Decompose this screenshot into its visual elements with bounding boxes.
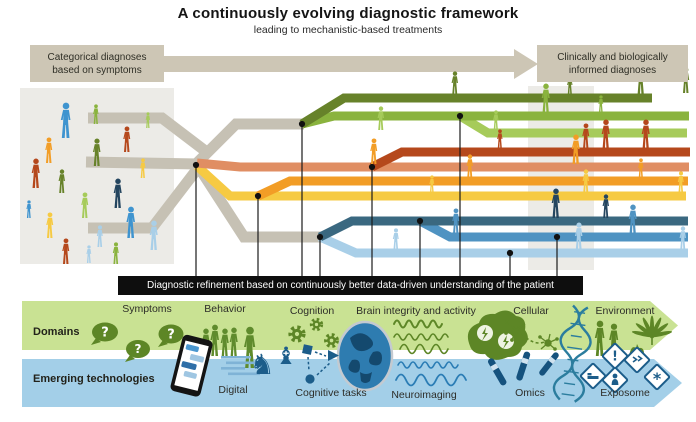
svg-text:?: ? (167, 328, 175, 343)
diamond-glyph (587, 376, 599, 379)
figure-title: A continuously evolving diagnostic frame… (177, 5, 519, 22)
shapes-arrows-icon (302, 344, 339, 384)
refinement-bar: Diagnostic refinement based on continuou… (118, 276, 583, 295)
domains-row-label: Domains (33, 326, 80, 338)
right-diagnoses-box: Clinically and biologically informed dia… (537, 45, 688, 82)
flow-stream (318, 232, 688, 258)
flow-stream (193, 162, 686, 201)
diamond-glyph: * (653, 369, 662, 388)
cannabis-leaf-icon (631, 315, 673, 345)
domain-label-cognition: Cognition (289, 305, 335, 317)
diamond-glyph (612, 373, 618, 379)
diamond-glyph (632, 355, 643, 363)
branch-dot (506, 249, 514, 257)
diamond-glyph: ! (612, 350, 618, 365)
branch-dot (456, 112, 464, 120)
diamond-sign (579, 362, 607, 390)
brain-activity-icon (467, 310, 528, 360)
domain-label-environment: Environment (595, 305, 655, 317)
branch-dot (416, 217, 424, 225)
flow-stream (457, 112, 687, 138)
svg-text:♝: ♝ (275, 342, 297, 370)
brain-mri-icon (336, 320, 394, 392)
tech-label-exposome: Exposome (600, 387, 650, 399)
domain-label-brain: Brain integrity and activity (356, 305, 476, 317)
leaf-blade (631, 331, 655, 338)
domain-label-symptoms: Symptoms (122, 303, 172, 315)
flow-stream (317, 216, 688, 242)
diamond-glyph (587, 373, 592, 376)
branch-dot (254, 192, 262, 200)
chess-pieces-icon: ♞ ♝ (249, 342, 296, 381)
branch-dot (298, 120, 306, 128)
flow-stream (417, 217, 688, 242)
test-tubes-icon (488, 351, 559, 386)
diamond-sign (601, 366, 629, 394)
person-icon (451, 71, 458, 95)
diamond-sign: ! (601, 342, 629, 370)
branch-dot (316, 233, 324, 241)
smartphone-icon (170, 334, 213, 397)
person-icon (392, 228, 399, 250)
svg-text:?: ? (101, 326, 109, 341)
diamond-sign: * (643, 363, 671, 391)
question-speech-bubbles-icon: ? ? ? (91, 322, 184, 362)
diamond-glyph (611, 379, 619, 385)
branch-dot (553, 233, 561, 241)
flow-stream (369, 147, 690, 172)
flow-stream (192, 118, 304, 168)
flow-stream (256, 176, 688, 201)
domain-label-cellular: Cellular (513, 305, 549, 317)
flow-streams (85, 93, 690, 258)
flow-stream (88, 112, 212, 158)
branch-dot (368, 163, 376, 171)
figure-subtitle: leading to mechanistic-based treatments (253, 24, 443, 36)
top-arrow-band (163, 49, 538, 79)
flow-stream (193, 163, 322, 243)
digital-text-lines-icon (221, 356, 264, 376)
diamond-outline (643, 363, 671, 391)
warning-diamonds-icon: !* (579, 342, 671, 394)
tech-label-neuroimaging: Neuroimaging (391, 389, 457, 401)
left-diagnoses-box: Categorical diagnoses based on symptoms (30, 45, 164, 82)
dna-icon (552, 304, 592, 403)
signal-waves-icon (393, 319, 467, 387)
leaf-stem (651, 336, 653, 345)
diamond-sign (623, 346, 651, 374)
diamond-outline (601, 342, 629, 370)
tech-label-cognitive-tasks: Cognitive tasks (295, 387, 367, 399)
domain-label-behavior: Behavior (204, 303, 246, 315)
tech-label-omics: Omics (515, 387, 545, 399)
branch-dot (192, 161, 200, 169)
svg-text:♞: ♞ (249, 348, 274, 381)
neurons-icon (504, 320, 559, 351)
flow-stream (196, 158, 689, 172)
svg-text:?: ? (135, 342, 142, 356)
branch-lines (192, 112, 561, 277)
tech-label-digital: Digital (218, 384, 248, 396)
technologies-row-label: Emerging technologies (33, 373, 155, 385)
leaf-blade (649, 331, 673, 338)
